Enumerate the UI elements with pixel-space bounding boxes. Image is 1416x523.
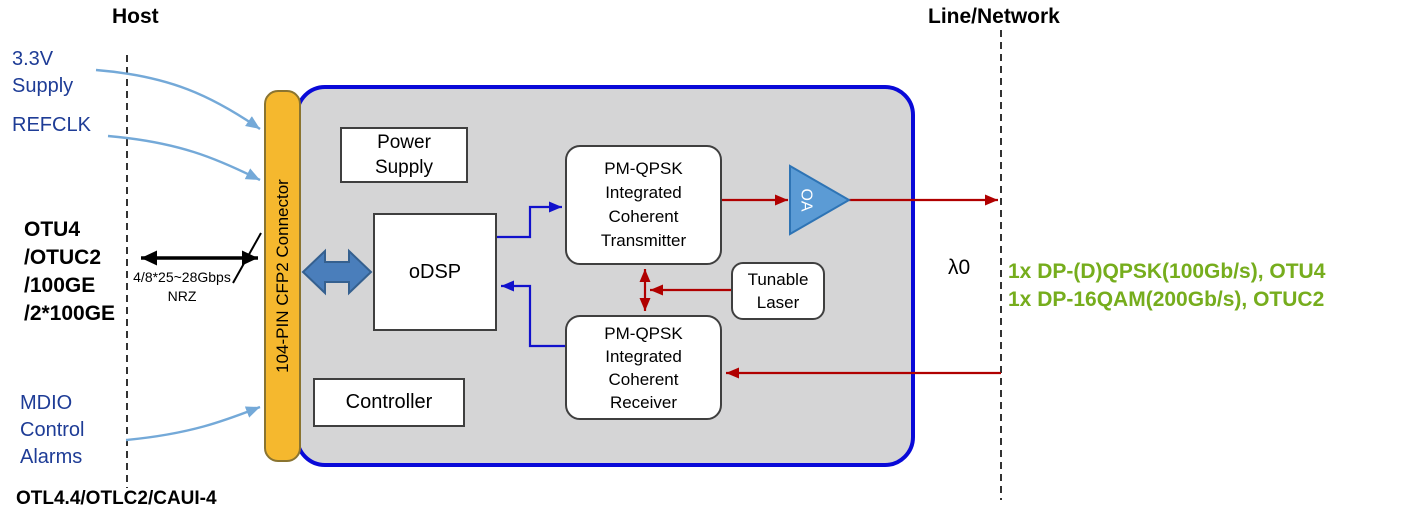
mdio-label: MDIO Control Alarms: [20, 392, 85, 468]
wavelength-label: λ0: [948, 256, 971, 279]
supply-label: 3.3V Supply: [12, 48, 74, 97]
line-rate-16qam: 1x DP-16QAM(200Gb/s), OTUC2: [1008, 288, 1325, 311]
tunable-laser-box: Tunable Laser: [731, 262, 825, 320]
supply-arrow: [95, 68, 261, 130]
client-signals-label: OTU4 /OTUC2 /100GE /2*100GE: [24, 218, 116, 325]
bus-slash: [232, 232, 262, 284]
refclk-arrow: [107, 134, 261, 182]
bus-rate-label: 4/8*25~28Gbps NRZ: [133, 269, 231, 304]
power-supply-box: Power Supply: [340, 127, 468, 183]
host-interface-label: OTL4.4/OTLC2/CAUI-4: [16, 488, 217, 509]
line-rates-label: 1x DP-(D)QPSK(100Gb/s), OTU4 1x DP-16QAM…: [1008, 258, 1325, 314]
receiver-box: PM-QPSK Integrated Coherent Receiver: [565, 315, 722, 420]
transmitter-box: PM-QPSK Integrated Coherent Transmitter: [565, 145, 722, 265]
refclk-label: REFCLK: [12, 114, 91, 136]
odsp-box: oDSP: [373, 213, 497, 331]
host-label: Host: [112, 5, 159, 28]
line-rate-qpsk: 1x DP-(D)QPSK(100Gb/s), OTU4: [1008, 260, 1326, 283]
mdio-arrow: [125, 405, 261, 442]
controller-box: Controller: [313, 378, 465, 427]
cfp2-connector: [264, 90, 301, 462]
cfp2-connector-label: 104-PIN CFP2 Connector: [273, 179, 292, 373]
line-network-label: Line/Network: [928, 5, 1060, 28]
